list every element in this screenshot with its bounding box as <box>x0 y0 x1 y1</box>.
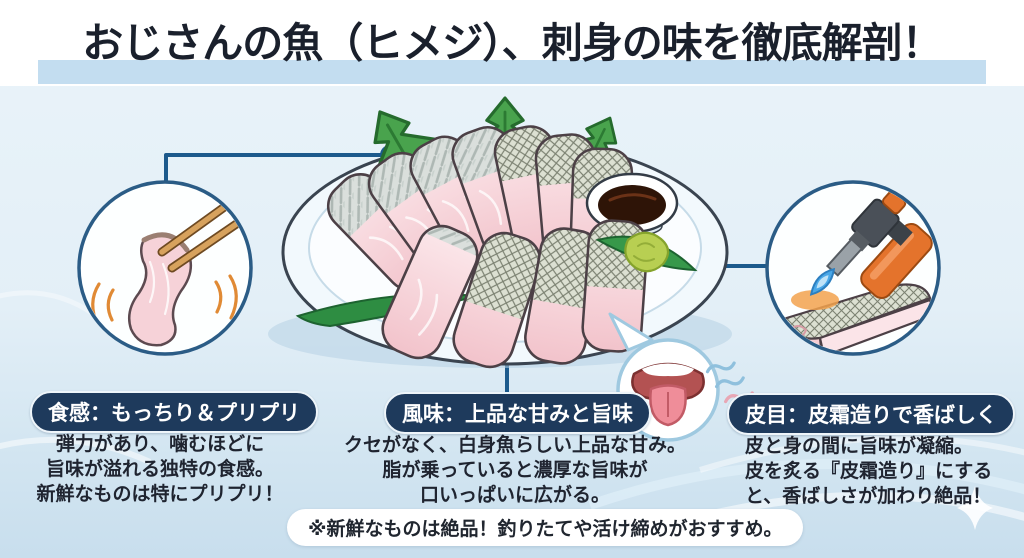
sashimi-back-row <box>318 120 634 300</box>
badge-skin: 皮目：皮霜造りで香ばしく <box>727 393 1015 435</box>
badge-texture: 食感：もっちり＆プリプリ <box>30 391 318 433</box>
texture-detail-circle <box>77 180 253 356</box>
sear-glow <box>791 290 839 310</box>
sparkle-icon <box>957 486 993 530</box>
title-underline <box>38 60 986 84</box>
sear-detail-circle <box>765 180 941 356</box>
page-title: おじさんの魚（ヒメジ）、刺身の味を徹底解剖！ <box>82 20 943 66</box>
body-skin: 皮と身の間に旨味が凝縮。 皮を炙る『皮霜造り』にする と、香ばしさが加わり絶品！ <box>745 436 993 508</box>
footer-note: ※新鮮なものは絶品！釣りたてや活け締めがおすすめ。 <box>287 509 804 546</box>
torch-icon <box>809 190 933 299</box>
connector-left <box>164 153 390 183</box>
wasabi <box>595 231 698 273</box>
badge-flavor: 風味：上品な甘みと旨味 <box>384 392 651 434</box>
body-texture: 弾力があり、噛むほどに 旨味が溢れる独特の食感。 新鮮なものは特にプリプリ！ <box>36 434 284 506</box>
body-flavor: クセがなく、白身魚らしい上品な甘み。 脂が乗っていると濃厚な旨味が 口いっぱいに… <box>343 435 686 507</box>
title-band: おじさんの魚（ヒメジ）、刺身の味を徹底解剖！ <box>0 0 1024 86</box>
